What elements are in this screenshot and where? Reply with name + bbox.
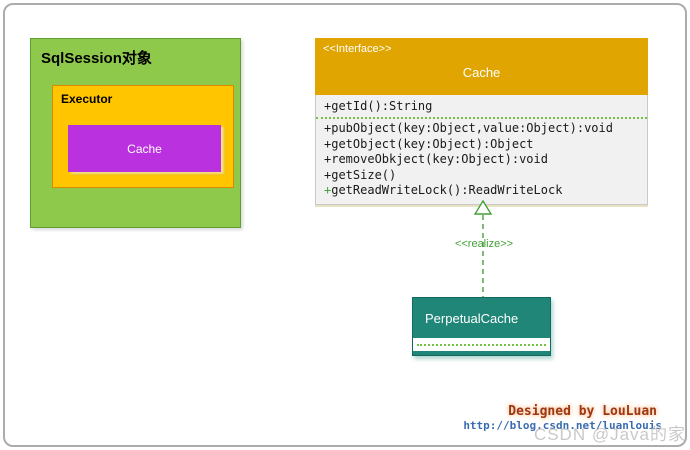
method-row: +pubObject(key:Object,value:Object):void: [324, 121, 613, 135]
method-row: +getReadWriteLock():ReadWriteLock: [324, 183, 563, 198]
perpetual-cache-title: PerpetualCache: [425, 310, 519, 326]
cache-interface-header: <<Interface>> Cache: [315, 38, 648, 95]
interface-stereotype: <<Interface>>: [323, 43, 392, 55]
executor-title: Executor: [61, 92, 113, 106]
method-row: +getSize(): [324, 167, 397, 182]
accent-plus-sign: +: [324, 183, 332, 198]
executor-cache-box: Cache: [68, 125, 221, 172]
sqlsession-title: SqlSession对象: [41, 50, 152, 67]
perpetual-cache-member-strip: [413, 338, 550, 351]
perpetual-cache-bottom-bar: [413, 351, 550, 355]
perpetual-cache-box: PerpetualCache: [412, 297, 551, 356]
cache-interface-box: <<Interface>> Cache +getId():String +pub…: [315, 38, 648, 205]
interface-attribute: +getId():String: [324, 99, 433, 113]
blog-url-text: http://blog.csdn.net/luanlouis: [463, 419, 662, 432]
hollow-triangle-arrowhead-icon: [473, 200, 493, 215]
method-row: +getObject(key:Object):Object: [324, 136, 534, 151]
interface-title: Cache: [462, 65, 501, 80]
realize-label: <<realize>>: [454, 238, 514, 250]
member-dotted-line: [417, 343, 546, 346]
perpetual-cache-header: PerpetualCache: [413, 298, 550, 338]
realize-connector: [473, 200, 493, 297]
attribute-method-separator: [316, 117, 647, 119]
method-row: +removeObkject(key:Object):void: [324, 152, 548, 167]
executor-cache-label: Cache: [127, 141, 162, 156]
cache-interface-body: +getId():String +pubObject(key:Object,va…: [315, 95, 648, 205]
csdn-watermark: CSDN @Java的家: [533, 425, 686, 444]
designed-by-credit: Designed by LouLuan: [508, 404, 657, 419]
interface-methods: +pubObject(key:Object,value:Object):void…: [316, 119, 647, 204]
